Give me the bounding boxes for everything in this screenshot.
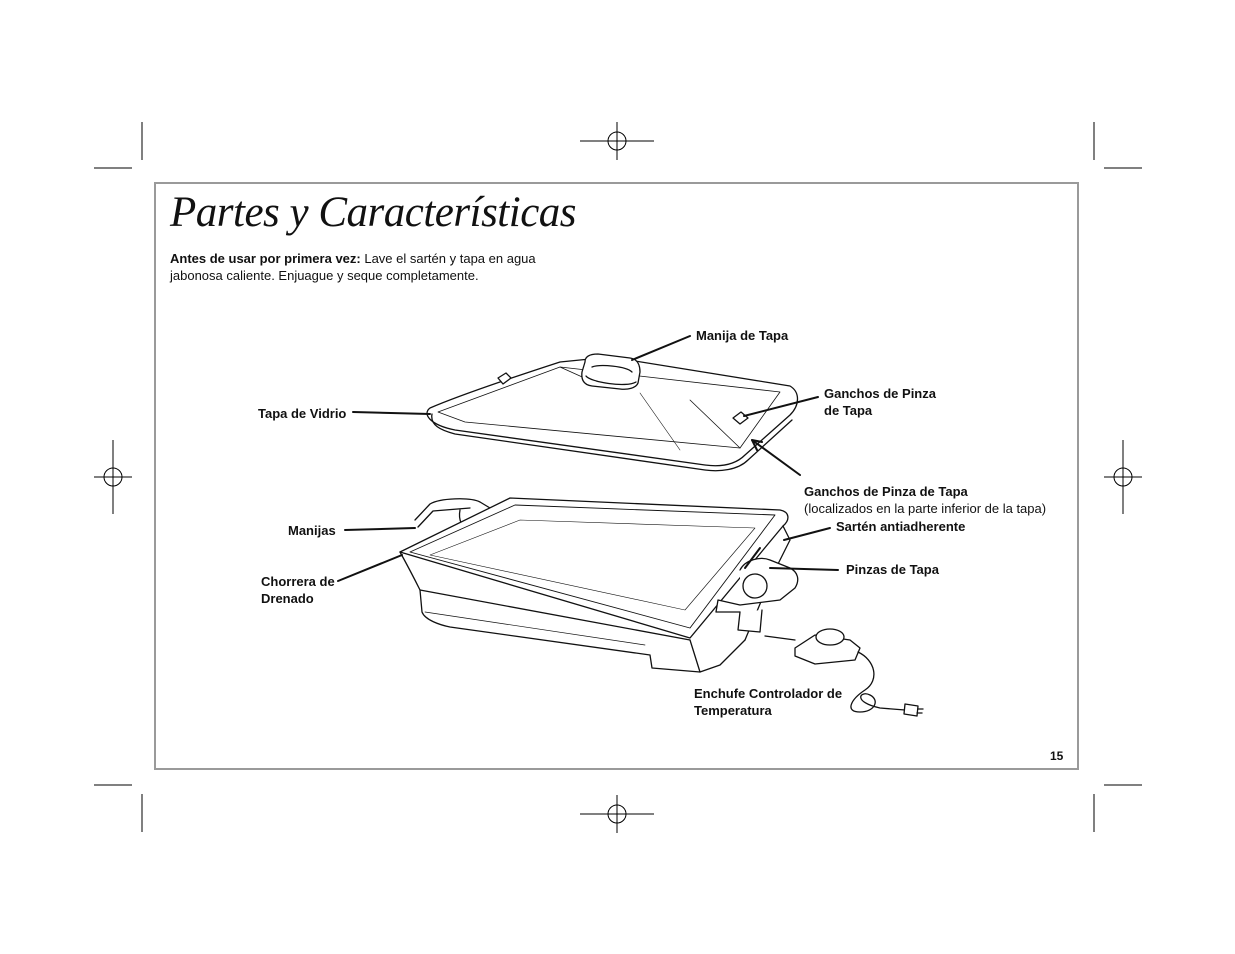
page-frame: [154, 182, 1079, 770]
label-lid-handle: Manija de Tapa: [696, 328, 789, 343]
label-glass-lid: Tapa de Vidrio: [258, 406, 347, 421]
label-handles: Manijas: [288, 523, 336, 538]
label-lid-clip-hooks: Ganchos de Pinza de Tapa: [824, 386, 936, 418]
intro-text: Lave el sartén y tapa en agua jabonosa c…: [170, 251, 536, 283]
label-lid-clips: Pinzas de Tapa: [846, 562, 939, 577]
callout-lines: [337, 335, 839, 582]
intro-paragraph: Antes de usar por primera vez: Lave el s…: [170, 250, 590, 284]
skillet-pan: [399, 497, 924, 717]
glass-lid: [426, 353, 799, 472]
page-title: Partes y Características: [170, 189, 577, 236]
label-lid-clip-hooks-bottom: Ganchos de Pinza de Tapa (localizados en…: [804, 466, 1046, 534]
page-number: 15: [1050, 749, 1064, 763]
intro-bold: Antes de usar por primera vez:: [170, 251, 361, 266]
label-nonstick-pan: Sartén antiadherente: [836, 519, 966, 534]
label-lid-clip-hooks-bottom-title: Ganchos de Pinza de Tapa: [804, 484, 968, 499]
label-temperature-control: Enchufe Controlador de Temperatura: [694, 686, 843, 718]
label-drain-spout: Chorrera de Drenado: [261, 574, 335, 606]
label-lid-clip-hooks-note: (localizados en la parte inferior de la …: [804, 501, 1047, 516]
